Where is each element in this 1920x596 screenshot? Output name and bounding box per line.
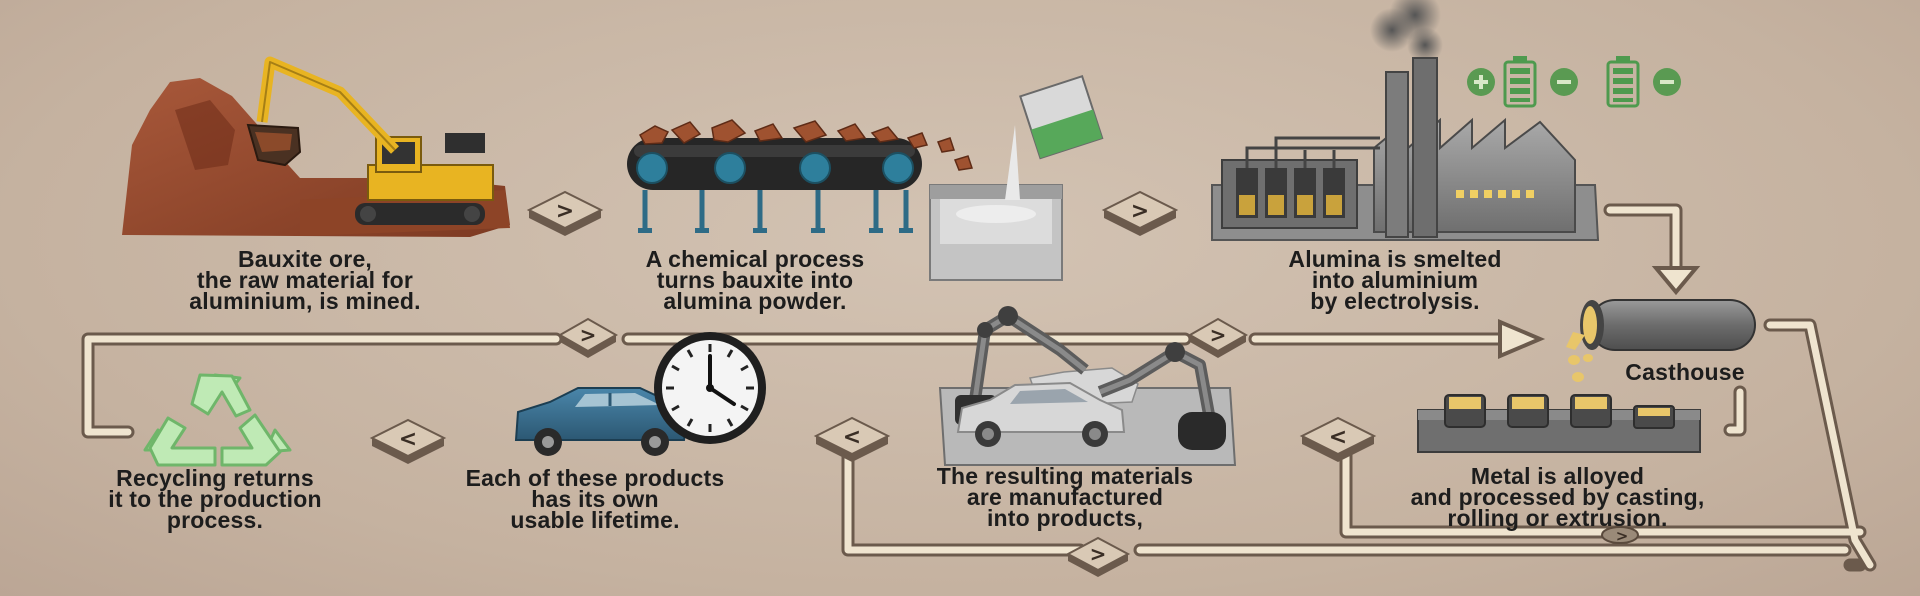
caption-recycling: Recycling returns it to the production p… (108, 465, 322, 533)
direction-tile-3: > (557, 317, 619, 358)
arrow-left-glyph: < (399, 427, 417, 452)
car-icon (956, 381, 1126, 447)
direction-tile-2: > (1101, 190, 1179, 236)
casthouse-pipe-icon (1566, 299, 1756, 382)
direction-tile-6: < (813, 416, 891, 462)
direction-tile-5: < (369, 418, 447, 464)
arrow-right-glyph: > (1131, 199, 1149, 224)
battery-icon (1467, 56, 1681, 108)
conveyor-belt-icon (627, 119, 973, 233)
caption-chemical: A chemical process turns bauxite into al… (645, 246, 865, 314)
direction-tiles: > > > > < < < (369, 190, 1629, 577)
arrow-left-glyph: < (1329, 425, 1347, 450)
casting-line-icon (1417, 394, 1701, 544)
alumina-tank-icon (929, 75, 1104, 281)
caption-lifetime: Each of these products has its own usabl… (465, 465, 725, 533)
direction-tile-7: < (1299, 416, 1377, 462)
arrow-left-glyph: < (843, 425, 861, 450)
direction-tile-9: > (1616, 527, 1629, 545)
arrow-right-glyph: > (1090, 542, 1107, 566)
direction-tile-1: > (526, 190, 604, 236)
caption-manufacturing: The resulting materials are manufactured… (936, 463, 1194, 531)
caption-smelting: Alumina is smelted into aluminium by ele… (1288, 246, 1502, 314)
factory-icon (1211, 0, 1600, 241)
caption-casthouse: Casthouse (1625, 359, 1745, 385)
direction-tile-4: > (1187, 317, 1249, 358)
arrow-right-glyph: > (556, 199, 574, 224)
car-icon-blue (514, 387, 690, 456)
recycle-icon (143, 373, 292, 467)
arrow-right-glyph: > (580, 323, 597, 347)
clock-icon (654, 332, 766, 444)
caption-mining: Bauxite ore, the raw material for alumin… (189, 246, 421, 314)
arrow-right-glyph: > (1210, 323, 1227, 347)
arrow-right-glyph: > (1616, 527, 1629, 545)
direction-tile-8: > (1065, 536, 1131, 577)
path-arrowheads (1498, 266, 1701, 360)
caption-processing: Metal is alloyed and processed by castin… (1410, 463, 1705, 531)
excavator-icon (122, 56, 510, 237)
